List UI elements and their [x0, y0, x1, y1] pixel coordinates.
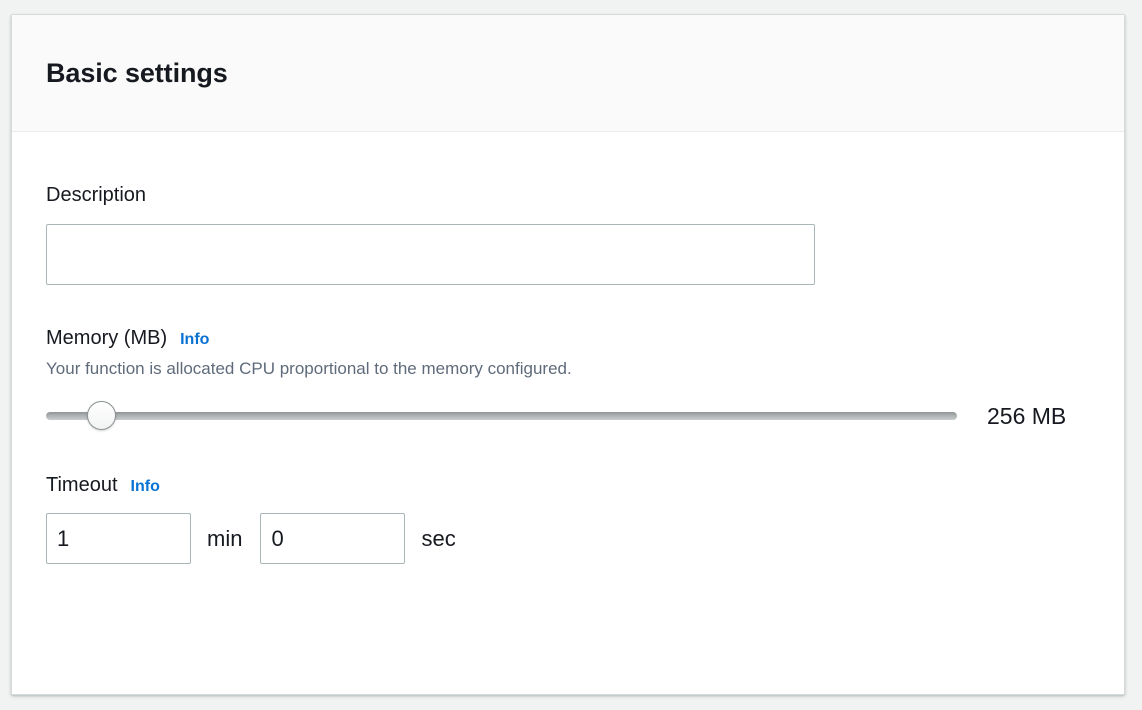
slider-track[interactable]	[46, 412, 957, 421]
description-label: Description	[46, 184, 147, 206]
page-title: Basic settings	[46, 57, 228, 88]
slider-thumb[interactable]	[87, 401, 116, 431]
timeout-inputs-row: min sec	[46, 513, 1090, 565]
card-header: Basic settings	[12, 15, 1124, 132]
timeout-seconds-unit: sec	[421, 525, 456, 551]
memory-value-label: 256 MB	[987, 402, 1067, 429]
timeout-label-row: Timeout Info	[46, 474, 1090, 496]
timeout-minutes-unit: min	[207, 525, 243, 551]
basic-settings-card: Basic settings Description Memory (MB) I…	[11, 14, 1125, 695]
timeout-info-link[interactable]: Info	[130, 478, 160, 496]
memory-description: Your function is allocated CPU proportio…	[46, 359, 572, 378]
timeout-label: Timeout	[46, 474, 118, 497]
memory-slider[interactable]	[46, 401, 957, 431]
timeout-minutes-input[interactable]	[46, 513, 191, 565]
card-body: Description Memory (MB) Info Your functi…	[12, 132, 1124, 565]
timeout-seconds-input[interactable]	[260, 513, 406, 565]
description-field-group: Description	[46, 184, 1090, 285]
memory-info-link[interactable]: Info	[180, 331, 210, 348]
memory-label: Memory (MB)	[46, 327, 168, 349]
memory-label-row: Memory (MB) Info	[46, 327, 1090, 349]
timeout-field-group: Timeout Info min sec	[46, 474, 1090, 565]
memory-slider-row: 256 MB	[46, 401, 1090, 431]
memory-field-group: Memory (MB) Info Your function is alloca…	[46, 327, 1090, 431]
description-input[interactable]	[46, 224, 815, 285]
